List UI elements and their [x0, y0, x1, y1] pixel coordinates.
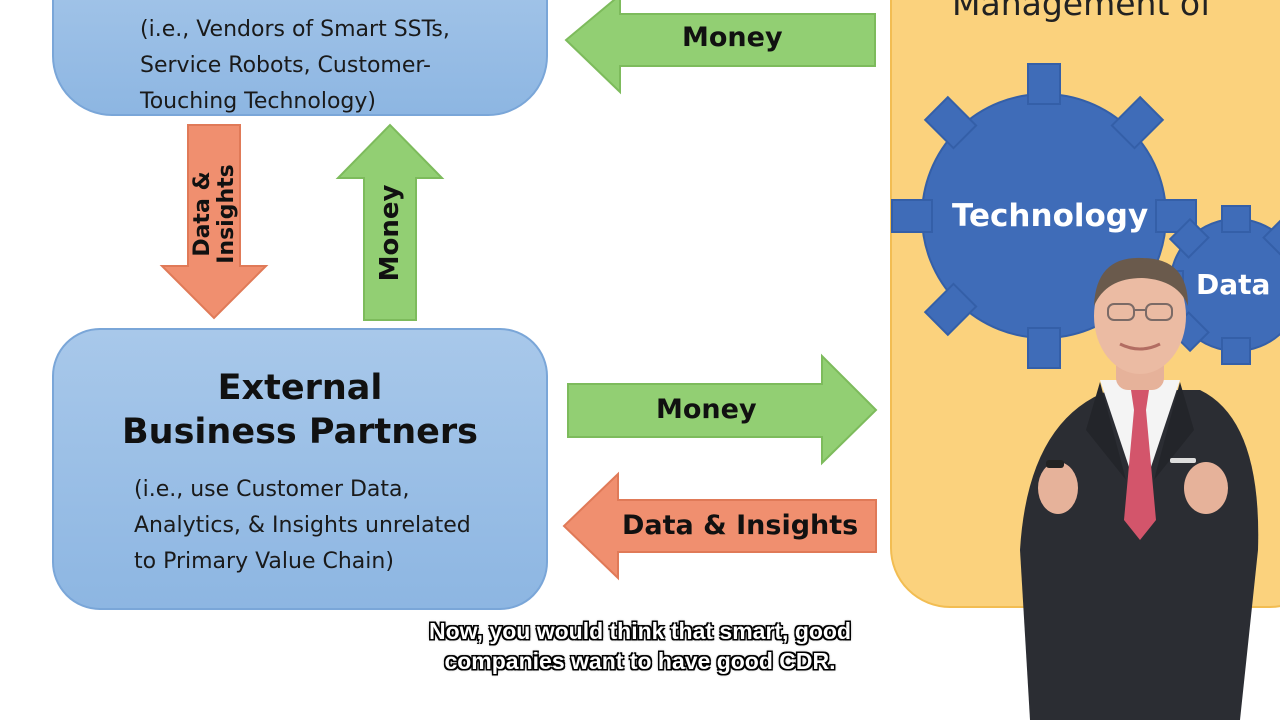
partners-desc-line: Analytics, & Insights unrelated	[134, 513, 471, 538]
vendors-desc-line: (i.e., Vendors of Smart SSTs,	[140, 17, 450, 42]
presenter-figure	[1020, 257, 1259, 720]
data-insights-label-left: Data & Insights	[622, 510, 859, 541]
money-label-top: Money	[682, 22, 783, 53]
money-arrow-up	[335, 123, 445, 321]
data-insights-arrow-left	[562, 471, 877, 581]
management-title: Management of	[952, 0, 1212, 23]
data-gear-label: Data	[1196, 268, 1271, 301]
external-partners-description: (i.e., use Customer Data, Analytics, & I…	[134, 472, 471, 580]
vendors-desc-line: Service Robots, Customer-	[140, 53, 431, 78]
money-arrow-left	[564, 0, 876, 95]
subtitle-caption: Now, you would think that smart, good co…	[0, 616, 1280, 676]
vendors-description: (i.e., Vendors of Smart SSTs, Service Ro…	[140, 12, 450, 120]
money-arrow-right	[567, 353, 878, 466]
external-partners-box: External Business Partners (i.e., use Cu…	[52, 328, 548, 610]
external-partners-title-line2: Business Partners	[122, 412, 478, 452]
technology-gear-label: Technology	[952, 198, 1149, 234]
data-gear	[1156, 205, 1280, 365]
vendors-box: (i.e., Vendors of Smart SSTs, Service Ro…	[52, 0, 548, 116]
partners-desc-line: to Primary Value Chain)	[134, 549, 394, 574]
data-insights-arrow-down	[159, 124, 269, 320]
data-insights-label-down: Data & Insights	[190, 139, 239, 289]
partners-desc-line: (i.e., use Customer Data,	[134, 477, 410, 502]
external-partners-title-line1: External	[217, 368, 383, 408]
subtitle-line1: Now, you would think that smart, good	[428, 618, 852, 644]
money-label-right: Money	[656, 394, 757, 425]
data-insights-down-line2: Insights	[214, 164, 239, 264]
money-label-up: Money	[375, 184, 405, 282]
data-insights-down-line1: Data &	[190, 171, 215, 257]
vendors-desc-line: Touching Technology)	[140, 89, 376, 114]
subtitle-line2: companies want to have good CDR.	[444, 648, 836, 674]
